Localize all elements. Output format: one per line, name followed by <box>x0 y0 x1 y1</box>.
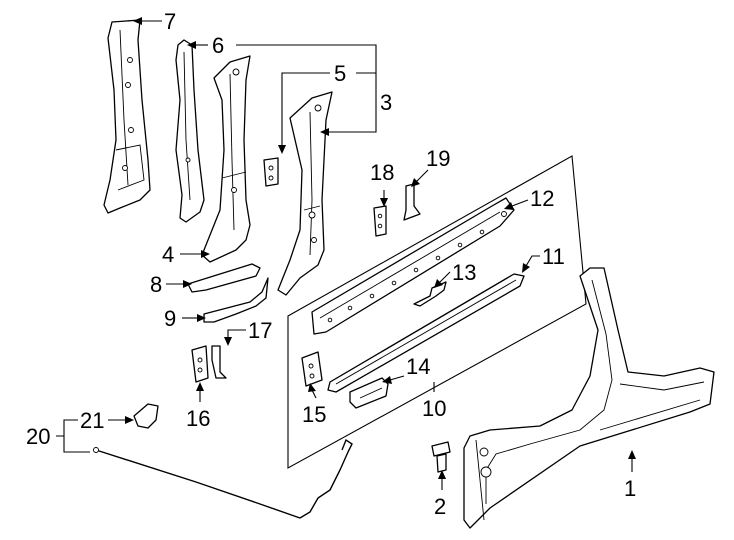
part-20-cable <box>93 438 353 519</box>
part-12-rocker-reinforcement <box>311 197 515 335</box>
callout-9: 9 <box>164 306 176 331</box>
callout-11: 11 <box>542 244 565 269</box>
callout-20: 20 <box>26 424 50 449</box>
part-15-bracket <box>301 351 323 387</box>
callout-10: 10 <box>422 396 446 421</box>
callout-1: 1 <box>624 476 636 501</box>
callout-2: 2 <box>434 494 446 519</box>
part-16-bracket <box>191 345 209 383</box>
part-11-rocker-rail <box>327 273 525 393</box>
callout-12: 12 <box>530 186 554 211</box>
part-5-bracket <box>263 157 279 187</box>
callout-6: 6 <box>212 33 224 58</box>
part-3-b-pillar-reinforcement <box>277 91 333 296</box>
callout-13: 13 <box>452 260 476 285</box>
callout-8: 8 <box>150 272 162 297</box>
callout-5: 5 <box>334 61 346 86</box>
callout-7: 7 <box>164 9 176 34</box>
part-4-b-pillar <box>201 55 251 263</box>
callout-19: 19 <box>426 146 450 171</box>
part-1-body-side-panel <box>463 267 715 529</box>
callout-labels: 7 6 5 3 4 8 9 17 16 18 19 12 11 13 14 15… <box>26 9 636 519</box>
callout-21: 21 <box>80 408 104 433</box>
callout-16: 16 <box>186 406 210 431</box>
part-13-z-bracket <box>413 281 447 307</box>
part-10-group-box <box>287 155 587 469</box>
part-18-bracket <box>373 205 387 237</box>
part-9-lower-bracket <box>203 277 269 323</box>
callout-14: 14 <box>406 354 430 379</box>
part-6-pillar-strip <box>175 39 205 223</box>
part-7-pillar-outer <box>103 19 151 214</box>
callout-3: 3 <box>380 90 392 115</box>
leader-lines <box>56 17 636 490</box>
part-8-lower-strip <box>187 263 261 293</box>
part-17-clip <box>211 345 227 379</box>
callout-4: 4 <box>162 242 174 267</box>
part-21-clip <box>133 403 159 429</box>
part-2-bolt <box>431 441 451 473</box>
part-19-clip <box>403 183 421 221</box>
callout-18: 18 <box>370 160 394 185</box>
part-14-block <box>349 377 389 409</box>
callout-17: 17 <box>248 318 272 343</box>
callout-15: 15 <box>302 402 326 427</box>
